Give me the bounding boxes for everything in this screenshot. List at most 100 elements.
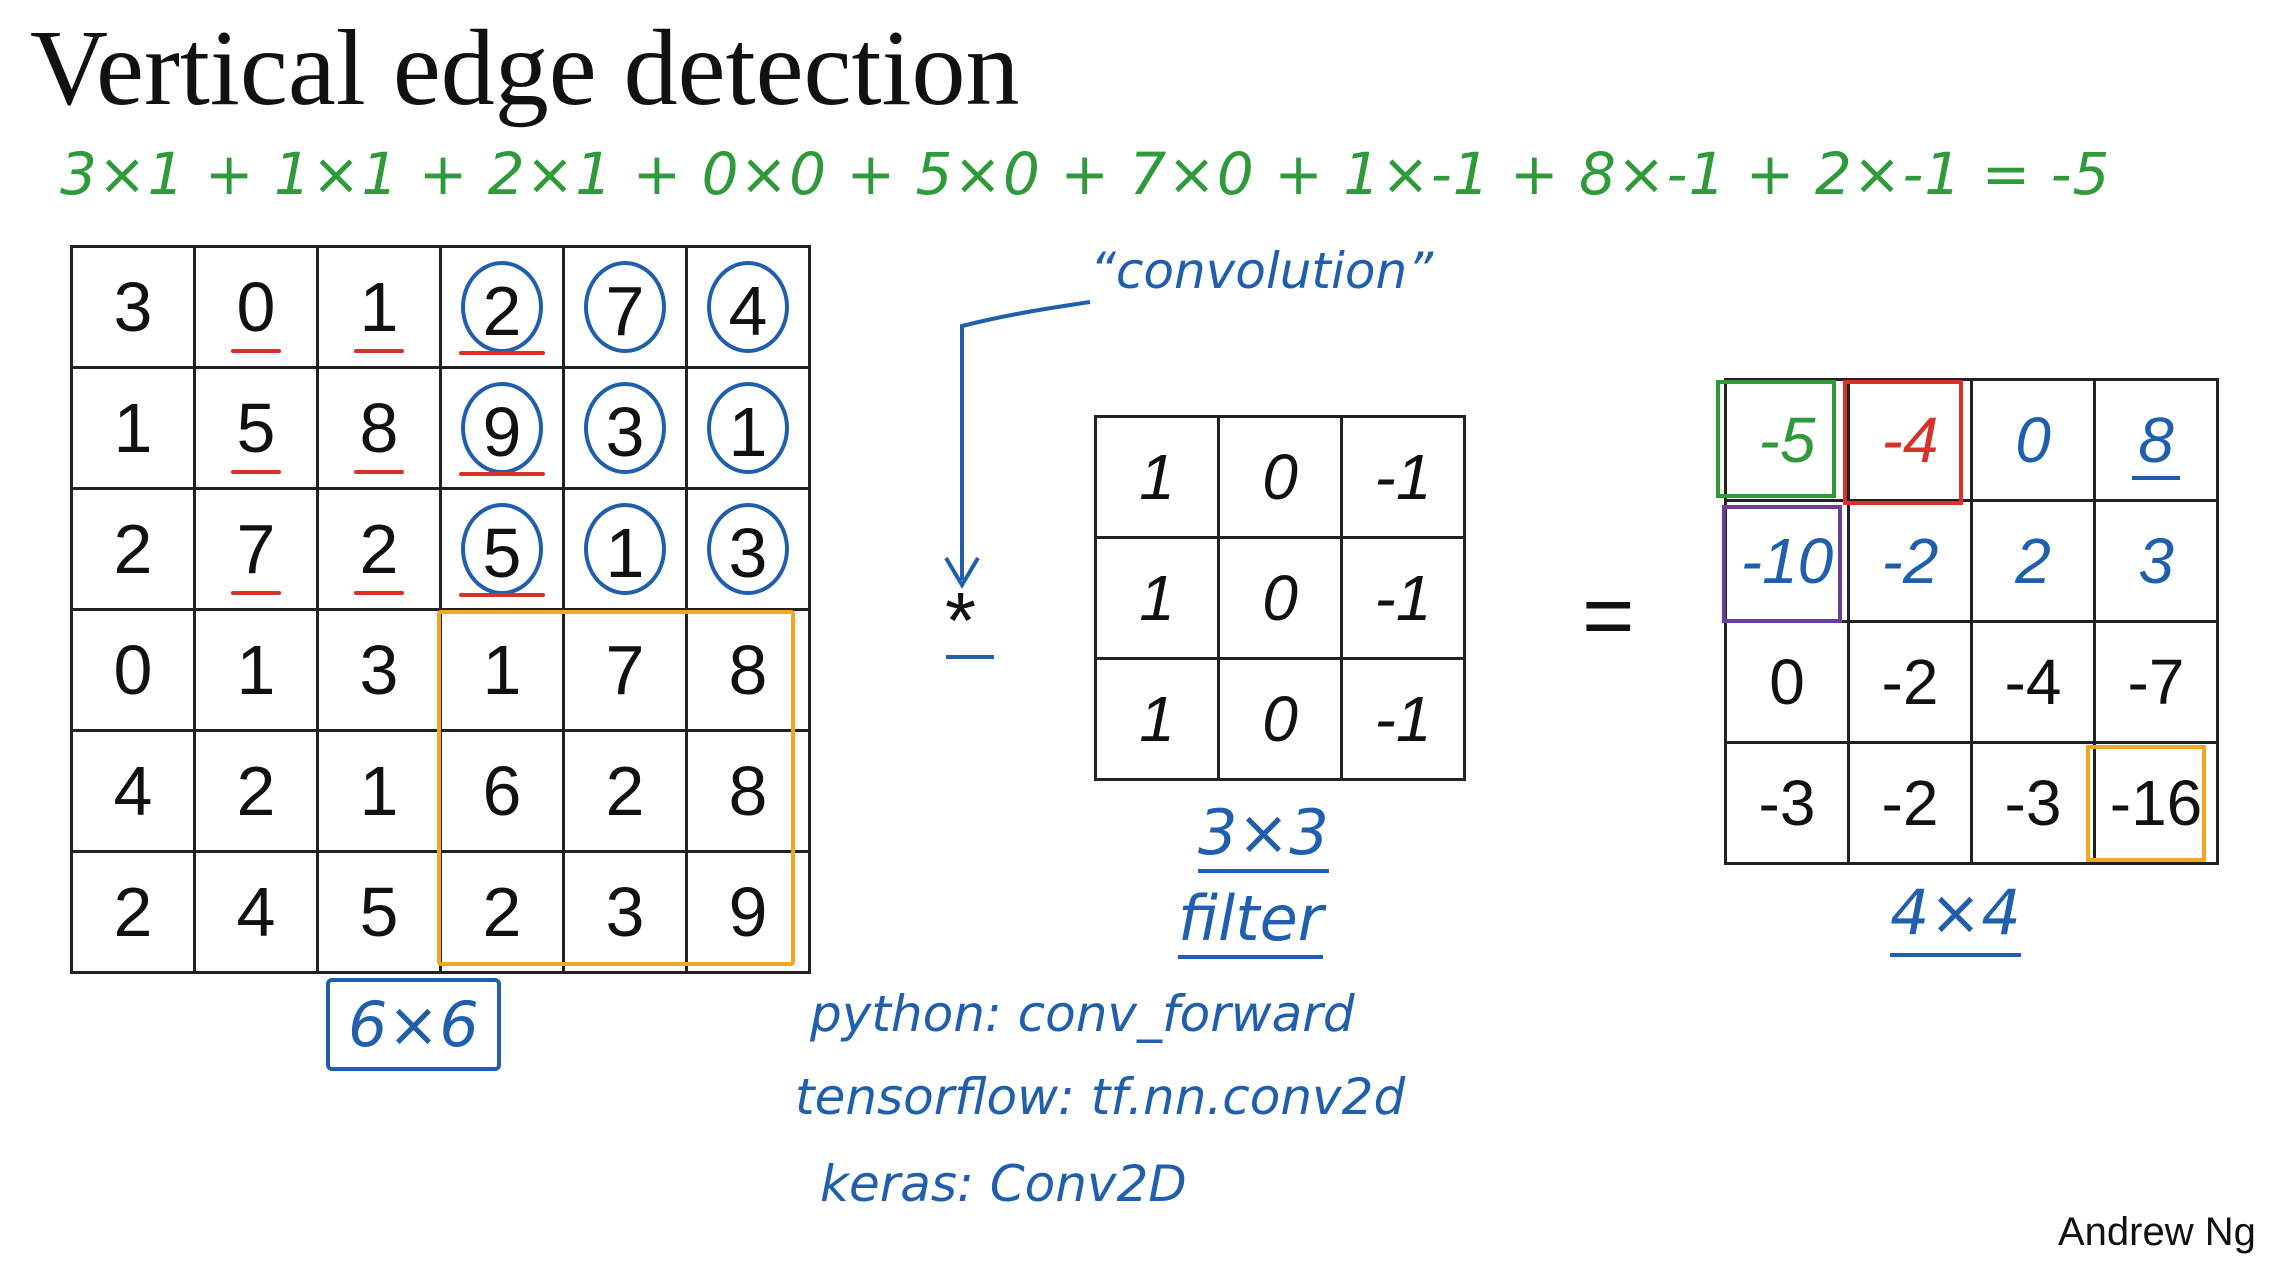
input-cell: 6 xyxy=(439,729,565,853)
input-cell-value: 3 xyxy=(707,503,789,595)
output-cell-value: 3 xyxy=(2138,525,2174,597)
input-cell: 4 xyxy=(685,245,811,369)
input-cell: 2 xyxy=(316,487,442,611)
output-cell-value: -2 xyxy=(1881,525,1939,597)
input-cell: 8 xyxy=(685,608,811,732)
input-cell-value: 2 xyxy=(113,873,153,951)
input-cell-value: 1 xyxy=(359,752,399,830)
input-cell-value: 4 xyxy=(707,261,789,353)
convolution-operator: * xyxy=(945,576,977,665)
input-cell-value: 1 xyxy=(353,268,405,353)
input-cell-value: 7 xyxy=(605,631,645,709)
input-cell-value: 2 xyxy=(482,873,522,951)
output-cell-value: 0 xyxy=(2015,404,2051,476)
output-cell-value: -5 xyxy=(1758,404,1816,476)
filter-cell: 0 xyxy=(1217,415,1343,539)
output-cell-value: -2 xyxy=(1881,646,1939,718)
convolution-annotation: “convolution” xyxy=(1090,242,1434,300)
input-cell-value: 3 xyxy=(113,268,153,346)
input-cell: 4 xyxy=(70,729,196,853)
output-cell-value: -2 xyxy=(1881,767,1939,839)
output-cell: -7 xyxy=(2093,620,2219,744)
input-cell-value: 2 xyxy=(353,510,405,595)
input-cell-value: 0 xyxy=(230,268,282,353)
input-cell: 7 xyxy=(562,245,688,369)
filter-cell: 0 xyxy=(1217,536,1343,660)
output-cell: 3 xyxy=(2093,499,2219,623)
output-cell-value: -16 xyxy=(2109,767,2203,839)
output-cell: -4 xyxy=(1970,620,2096,744)
green-highlight-box xyxy=(1716,380,1836,498)
input-cell: 5 xyxy=(193,366,319,490)
keras-function-note: keras: Conv2D xyxy=(820,1155,1187,1213)
operator-underline xyxy=(946,655,994,659)
author-credit: Andrew Ng xyxy=(2058,1210,2256,1254)
output-row: 0-2-4-7 xyxy=(1724,620,2219,744)
filter-size-label: 3×3 xyxy=(1198,796,1329,873)
output-cell: -3 xyxy=(1970,741,2096,865)
orange-highlight-window xyxy=(437,610,795,966)
input-cell: 0 xyxy=(70,608,196,732)
output-cell: -10 xyxy=(1724,499,1850,623)
output-cell: -3 xyxy=(1724,741,1850,865)
input-cell-value: 7 xyxy=(584,261,666,353)
filter-cell: 1 xyxy=(1094,657,1220,781)
input-cell-value: 1 xyxy=(707,382,789,474)
output-cell: 0 xyxy=(1970,378,2096,502)
input-cell: 4 xyxy=(193,850,319,974)
filter-cell: -1 xyxy=(1340,415,1466,539)
input-cell: 8 xyxy=(685,729,811,853)
output-cell-value: -7 xyxy=(2127,646,2185,718)
filter-cell: 1 xyxy=(1094,536,1220,660)
input-cell-value: 2 xyxy=(459,261,545,355)
input-cell-value: 5 xyxy=(359,873,399,951)
input-cell-value: 3 xyxy=(605,873,645,951)
input-size-label: 6×6 xyxy=(326,978,501,1071)
input-cell: 2 xyxy=(439,245,565,369)
filter-word-label: filter xyxy=(1178,882,1324,959)
input-cell-value: 2 xyxy=(605,752,645,830)
input-cell-value: 2 xyxy=(113,510,153,588)
input-cell-value: 9 xyxy=(728,873,768,951)
output-cell: -4 xyxy=(1847,378,1973,502)
input-cell: 5 xyxy=(316,850,442,974)
input-cell: 2 xyxy=(70,850,196,974)
output-cell-value: -3 xyxy=(1758,767,1816,839)
input-cell: 9 xyxy=(439,366,565,490)
input-cell-value: 0 xyxy=(113,631,153,709)
orange-result-box xyxy=(2086,745,2206,862)
input-cell: 1 xyxy=(193,608,319,732)
input-cell-value: 4 xyxy=(113,752,153,830)
output-cell: 2 xyxy=(1970,499,2096,623)
input-cell-value: 1 xyxy=(113,389,153,467)
input-cell: 3 xyxy=(70,245,196,369)
output-cell: 8 xyxy=(2093,378,2219,502)
input-cell: 1 xyxy=(70,366,196,490)
output-row: -5 -4 0 8 xyxy=(1724,378,2219,502)
input-cell-value: 1 xyxy=(236,631,276,709)
input-cell-value: 5 xyxy=(230,389,282,474)
input-cell: 1 xyxy=(316,729,442,853)
purple-highlight-box xyxy=(1722,505,1842,623)
input-cell-value: 8 xyxy=(353,389,405,474)
output-cell-value: 8 xyxy=(2132,404,2180,480)
input-cell: 2 xyxy=(70,487,196,611)
output-cell-value: -4 xyxy=(1881,404,1939,476)
input-cell: 1 xyxy=(316,245,442,369)
input-cell: 3 xyxy=(685,487,811,611)
input-cell-value: 6 xyxy=(482,752,522,830)
convolution-equation: 3×1 + 1×1 + 2×1 + 0×0 + 5×0 + 7×0 + 1×-1… xyxy=(60,140,2111,208)
input-cell: 3 xyxy=(562,850,688,974)
filter-cell: -1 xyxy=(1340,536,1466,660)
input-cell-value: 2 xyxy=(236,752,276,830)
input-cell: 3 xyxy=(316,608,442,732)
input-cell: 7 xyxy=(193,487,319,611)
input-cell-value: 8 xyxy=(728,631,768,709)
